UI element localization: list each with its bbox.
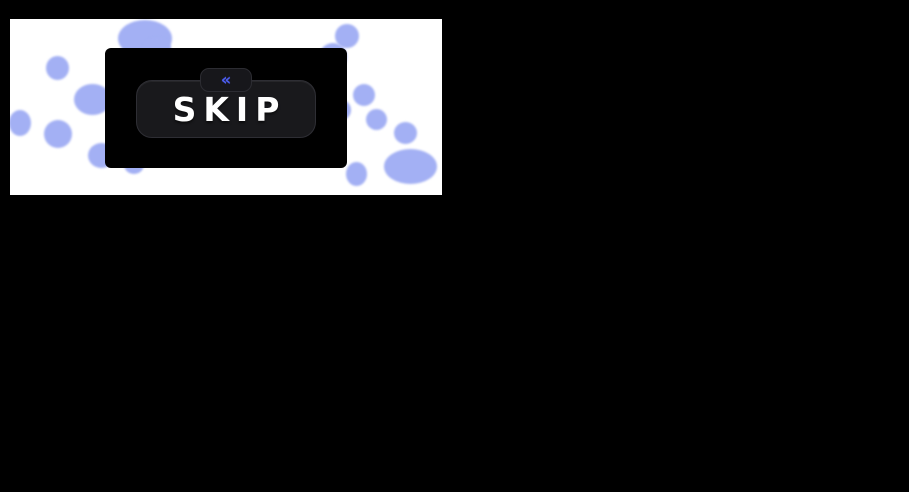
collapse-button[interactable]: « [200,68,252,92]
skip-overlay: « SKIP [105,48,347,168]
paint-blob [346,162,367,186]
paint-blob [353,84,375,106]
paint-blob [74,84,111,115]
paint-blob [366,109,387,130]
paint-blob [384,149,437,184]
paint-blob [394,122,417,144]
double-chevron-left-icon: « [220,70,232,89]
paint-blob [46,56,69,80]
ad-panel: « SKIP [10,19,442,195]
skip-button-label: SKIP [172,89,287,129]
paint-blob [44,120,72,148]
paint-blob [10,110,31,136]
